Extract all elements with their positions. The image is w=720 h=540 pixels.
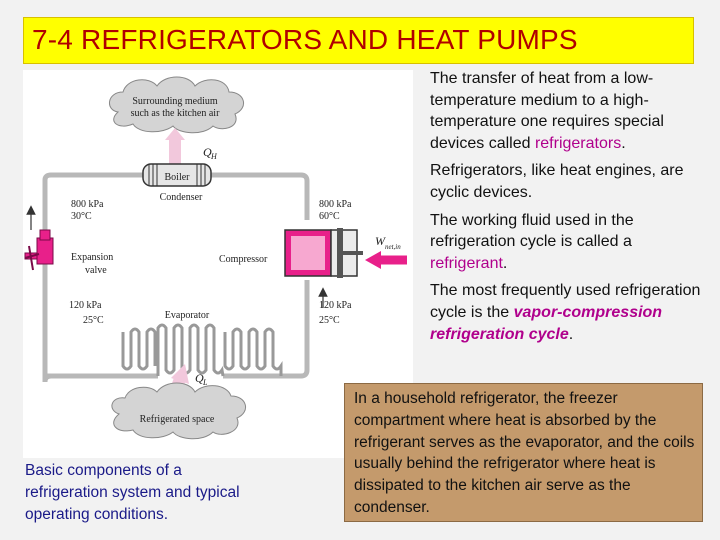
bullet-1-end: . [621, 134, 626, 152]
title-banner: 7-4 REFRIGERATORS AND HEAT PUMPS [23, 17, 694, 64]
qh-subscript: H [210, 152, 218, 161]
top-left-temp: 30°C [71, 211, 92, 222]
compressor-label: Compressor [219, 254, 268, 265]
qh-label: Q [203, 145, 212, 159]
ql-label: Q [195, 371, 204, 385]
expansion-line2: valve [85, 265, 107, 276]
expansion-line1: Expansion [71, 252, 113, 263]
right-pipe-lower [283, 280, 310, 379]
bullet-item: Refrigerators, like heat engines, are cy… [430, 160, 702, 203]
compressor-unit: Compressor [219, 228, 363, 278]
work-arrow-head [365, 251, 381, 269]
bottom-left-pressure: 120 kPa [69, 300, 102, 311]
bullet-4-text: The most frequently used refrigeration c… [430, 282, 701, 321]
top-right-pressure: 800 kPa [319, 199, 352, 210]
cloud-bottom-label: Refrigerated space [140, 414, 215, 425]
cloud-top-line1: Surrounding medium [132, 96, 217, 107]
figure-caption: Basic components of a refrigeration syst… [25, 462, 240, 523]
bullet-list: The transfer of heat from a low-temperat… [430, 68, 702, 351]
bullet-3-text: The working fluid used in the refrigerat… [430, 211, 634, 251]
term-vapor-compression-cycle: vapor-compression refrigeration cycle [430, 303, 663, 343]
evaporator-coil: Evaporator [121, 310, 283, 377]
ql-subscript: L [202, 378, 208, 387]
note-text: In a household refrigerator, the freezer… [354, 390, 695, 516]
bullet-4-end: . [568, 325, 574, 343]
bottom-right-temp: 25°C [319, 315, 340, 326]
term-refrigerant: refrigerant [430, 254, 503, 272]
work-subscript: net,in [385, 243, 401, 251]
bullet-3-end: . [502, 254, 508, 272]
bullet-item: The most frequently used refrigeration c… [430, 280, 702, 345]
evaporator-label: Evaporator [165, 310, 210, 321]
top-right-temp: 60°C [319, 211, 340, 222]
expansion-valve: Expansion valve [24, 229, 113, 276]
bottom-pipe [42, 373, 158, 383]
refrigeration-diagram: Surrounding medium such as the kitchen a… [23, 70, 413, 458]
bullet-1-text: The transfer of heat from a low-temperat… [430, 70, 664, 152]
bottom-cloud: Refrigerated space [111, 382, 246, 440]
bottom-left-temp: 25°C [83, 315, 104, 326]
bullet-item: The working fluid used in the refrigerat… [430, 210, 702, 275]
cloud-top-line2: such as the kitchen air [131, 108, 221, 119]
top-pipe-right [211, 172, 310, 220]
qh-arrow-head [165, 128, 185, 140]
term-refrigerators: refrigerators [534, 134, 622, 152]
diagram-svg: Surrounding medium such as the kitchen a… [24, 76, 407, 440]
note-box: In a household refrigerator, the freezer… [344, 383, 703, 522]
top-left-pressure: 800 kPa [71, 199, 104, 210]
condenser-unit: Boiler Condenser [142, 163, 212, 203]
top-pipe-left [42, 172, 143, 181]
top-cloud: Surrounding medium such as the kitchen a… [109, 76, 244, 134]
work-label: W [375, 234, 386, 248]
slide-title: 7-4 REFRIGERATORS AND HEAT PUMPS [32, 24, 578, 55]
bullet-item: The transfer of heat from a low-temperat… [430, 68, 702, 154]
bullet-2-text: Refrigerators, like heat engines, are cy… [430, 162, 684, 201]
bottom-right-pressure: 120 kPa [319, 300, 352, 311]
condenser-label: Condenser [160, 192, 203, 203]
boiler-label: Boiler [165, 172, 191, 183]
ql-arrow-head [171, 364, 189, 384]
